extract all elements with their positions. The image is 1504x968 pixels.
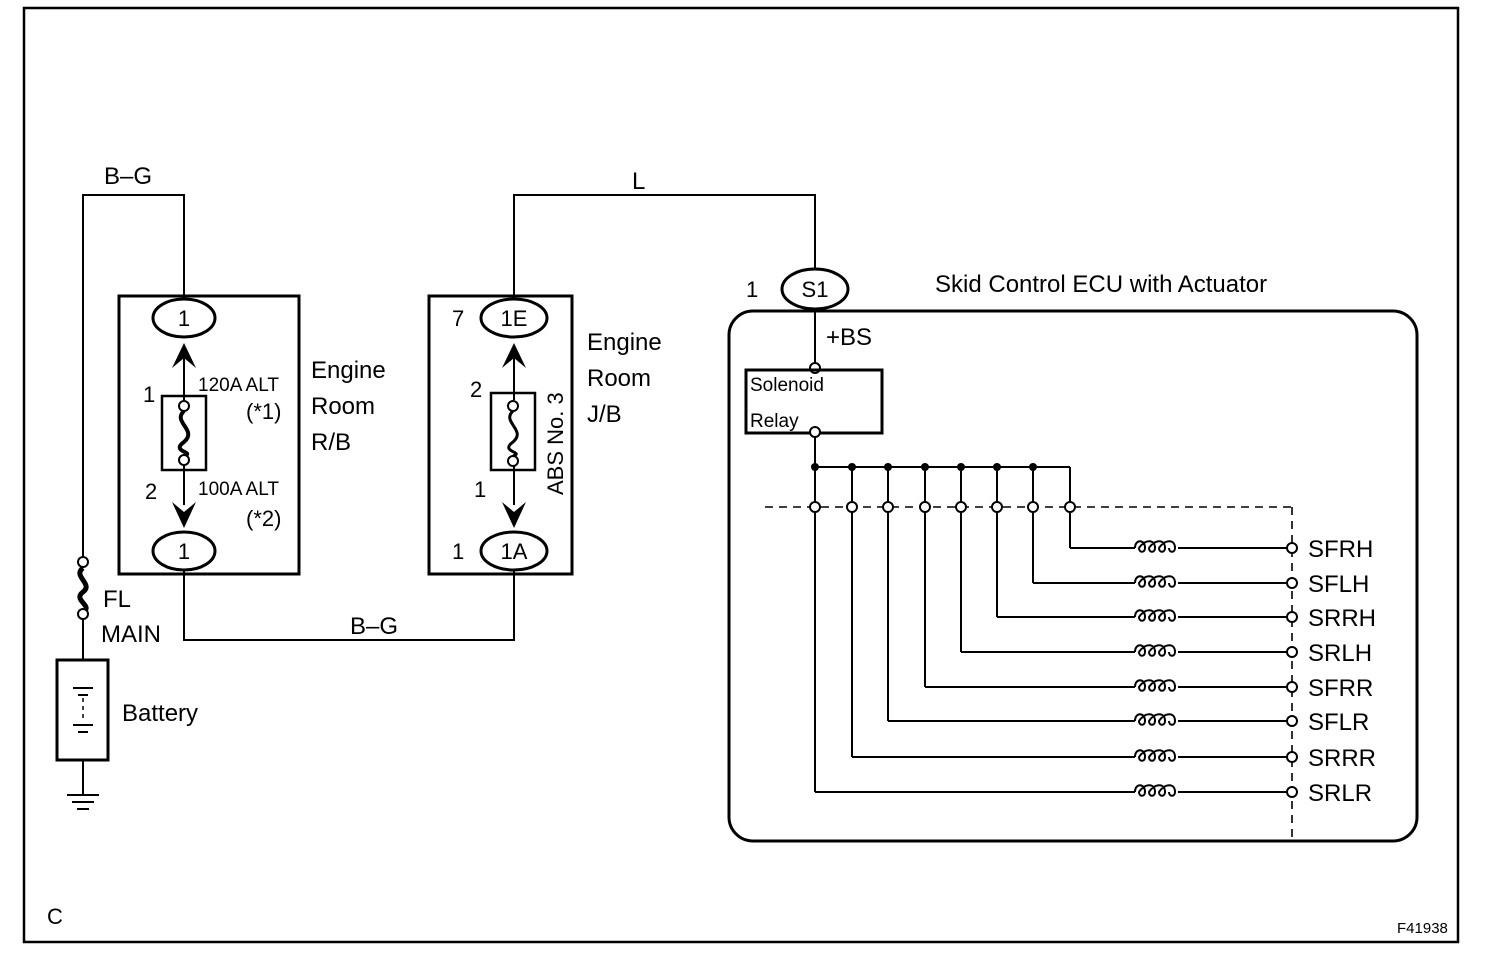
svg-text:1: 1 bbox=[178, 539, 190, 564]
svg-text:7: 7 bbox=[452, 306, 464, 331]
fuse-abs-no3-label: ABS No. 3 bbox=[543, 392, 568, 495]
coil-icon bbox=[1134, 749, 1177, 762]
svg-text:Room: Room bbox=[587, 365, 651, 392]
fuse-100a-alt-label: 100A ALT bbox=[198, 479, 279, 500]
svg-text:Room: Room bbox=[311, 393, 375, 420]
solenoid-label: SFRR bbox=[1308, 675, 1373, 702]
solenoid-sfrh: SFRH bbox=[1064, 467, 1373, 563]
diagram-frame bbox=[22, 6, 1460, 944]
battery-branch: FL MAIN Battery bbox=[55, 194, 198, 810]
wire-bg-bottom bbox=[183, 570, 515, 641]
svg-text:Engine: Engine bbox=[587, 329, 662, 356]
jb-connector-bottom bbox=[479, 530, 549, 572]
wire-color-bg-bottom: B–G bbox=[350, 613, 398, 640]
svg-text:R/B: R/B bbox=[311, 429, 351, 456]
ecu-pin bbox=[1286, 542, 1298, 554]
engine-room-jb: 1E 7 1A 1 2 1 ABS No. 3 Engine Room J/B bbox=[427, 294, 662, 576]
solenoid-label: SRLR bbox=[1308, 780, 1372, 807]
ecu-pin bbox=[1286, 751, 1298, 763]
solenoid-label: SFLH bbox=[1308, 571, 1369, 598]
solenoid-label: SFRH bbox=[1308, 536, 1373, 563]
fl-main-label-line2: MAIN bbox=[101, 621, 161, 648]
svg-text:1A: 1A bbox=[501, 539, 528, 564]
terminal-bs-label: +BS bbox=[826, 324, 872, 351]
rb-fuse-icon bbox=[177, 409, 191, 458]
solenoid-srlr: SRLR bbox=[809, 463, 1372, 807]
svg-text:(*2): (*2) bbox=[246, 506, 281, 531]
ecu-title: Skid Control ECU with Actuator bbox=[935, 271, 1267, 298]
fl-main-fuse-icon bbox=[77, 565, 89, 615]
svg-text:Relay: Relay bbox=[750, 411, 799, 432]
ecu-pin bbox=[955, 501, 967, 513]
svg-text:2: 2 bbox=[470, 377, 482, 402]
figure-id: F41938 bbox=[1397, 920, 1448, 937]
svg-text:2: 2 bbox=[145, 479, 157, 504]
rb-connector-top bbox=[151, 297, 217, 339]
engine-room-rb: 1 1 1 2 120A ALT (*1) 100A ALT (*2) Engi… bbox=[117, 294, 386, 576]
solenoid-label: SRRH bbox=[1308, 605, 1376, 632]
solenoid-label: SFLR bbox=[1308, 709, 1369, 736]
wire-color-bg-top: B–G bbox=[104, 163, 152, 190]
solenoid-sfrr: SFRR bbox=[919, 463, 1373, 702]
coil-icon bbox=[1134, 609, 1177, 622]
ground-icon bbox=[67, 794, 99, 810]
ecu-pin bbox=[1286, 646, 1298, 658]
svg-text:1: 1 bbox=[178, 306, 190, 331]
solenoid-label: SRRR bbox=[1308, 745, 1376, 772]
ecu-pin bbox=[991, 501, 1003, 513]
ecu-pin bbox=[809, 501, 821, 513]
svg-text:(*1): (*1) bbox=[246, 399, 281, 424]
ecu-pin bbox=[1286, 577, 1298, 589]
jb-arrow-up-icon bbox=[502, 343, 526, 368]
ecu-pin bbox=[919, 501, 931, 513]
svg-text:1: 1 bbox=[746, 277, 758, 302]
skid-control-ecu: S1 1 Skid Control ECU with Actuator +BS … bbox=[727, 267, 1419, 843]
ecu-pin bbox=[846, 501, 858, 513]
coil-icon bbox=[1134, 713, 1177, 726]
ecu-pin bbox=[1286, 715, 1298, 727]
jb-arrow-down-icon bbox=[502, 502, 526, 528]
solenoid-srlh: SRLH bbox=[955, 463, 1372, 667]
sheet-code: C bbox=[47, 904, 63, 929]
svg-text:1: 1 bbox=[452, 539, 464, 564]
fl-main-label-line1: FL bbox=[103, 586, 131, 613]
ecu-pin bbox=[1064, 501, 1076, 513]
wire-l bbox=[513, 194, 816, 298]
svg-text:1: 1 bbox=[143, 382, 155, 407]
jb-fuse-icon bbox=[507, 409, 519, 458]
svg-text:Engine: Engine bbox=[311, 357, 386, 384]
jb-connector-top bbox=[479, 297, 549, 339]
coil-icon bbox=[1134, 679, 1177, 692]
rb-arrow-up-icon bbox=[172, 343, 196, 368]
coil-icon bbox=[1134, 644, 1177, 657]
ecu-pin bbox=[1286, 681, 1298, 693]
solenoid-sflr: SFLR bbox=[882, 463, 1369, 736]
wire-color-l: L bbox=[632, 168, 645, 195]
solenoid-sflh: SFLH bbox=[1027, 463, 1369, 598]
ecu-pin bbox=[1286, 786, 1298, 798]
solenoid-ladder: SFRH SFLH SRRH SRLH SFRR SFLR SRRR SRLR bbox=[809, 463, 1376, 807]
battery-label: Battery bbox=[122, 700, 198, 727]
ecu-pin bbox=[1027, 501, 1039, 513]
ecu-pin bbox=[1286, 611, 1298, 623]
coil-icon bbox=[1134, 540, 1177, 553]
solenoid-srrr: SRRR bbox=[846, 463, 1376, 772]
svg-text:S1: S1 bbox=[802, 277, 829, 302]
svg-text:1: 1 bbox=[474, 477, 486, 502]
svg-text:J/B: J/B bbox=[587, 401, 622, 428]
fuse-120a-alt-label: 120A ALT bbox=[198, 375, 279, 396]
coil-icon bbox=[1134, 575, 1177, 588]
solenoid-srrh: SRRH bbox=[991, 463, 1376, 632]
svg-text:Solenoid: Solenoid bbox=[750, 375, 824, 396]
coil-icon bbox=[1134, 784, 1177, 797]
ecu-pin bbox=[882, 501, 894, 513]
solenoid-label: SRLH bbox=[1308, 640, 1372, 667]
rb-arrow-down-icon bbox=[172, 502, 196, 528]
svg-text:1E: 1E bbox=[501, 306, 528, 331]
